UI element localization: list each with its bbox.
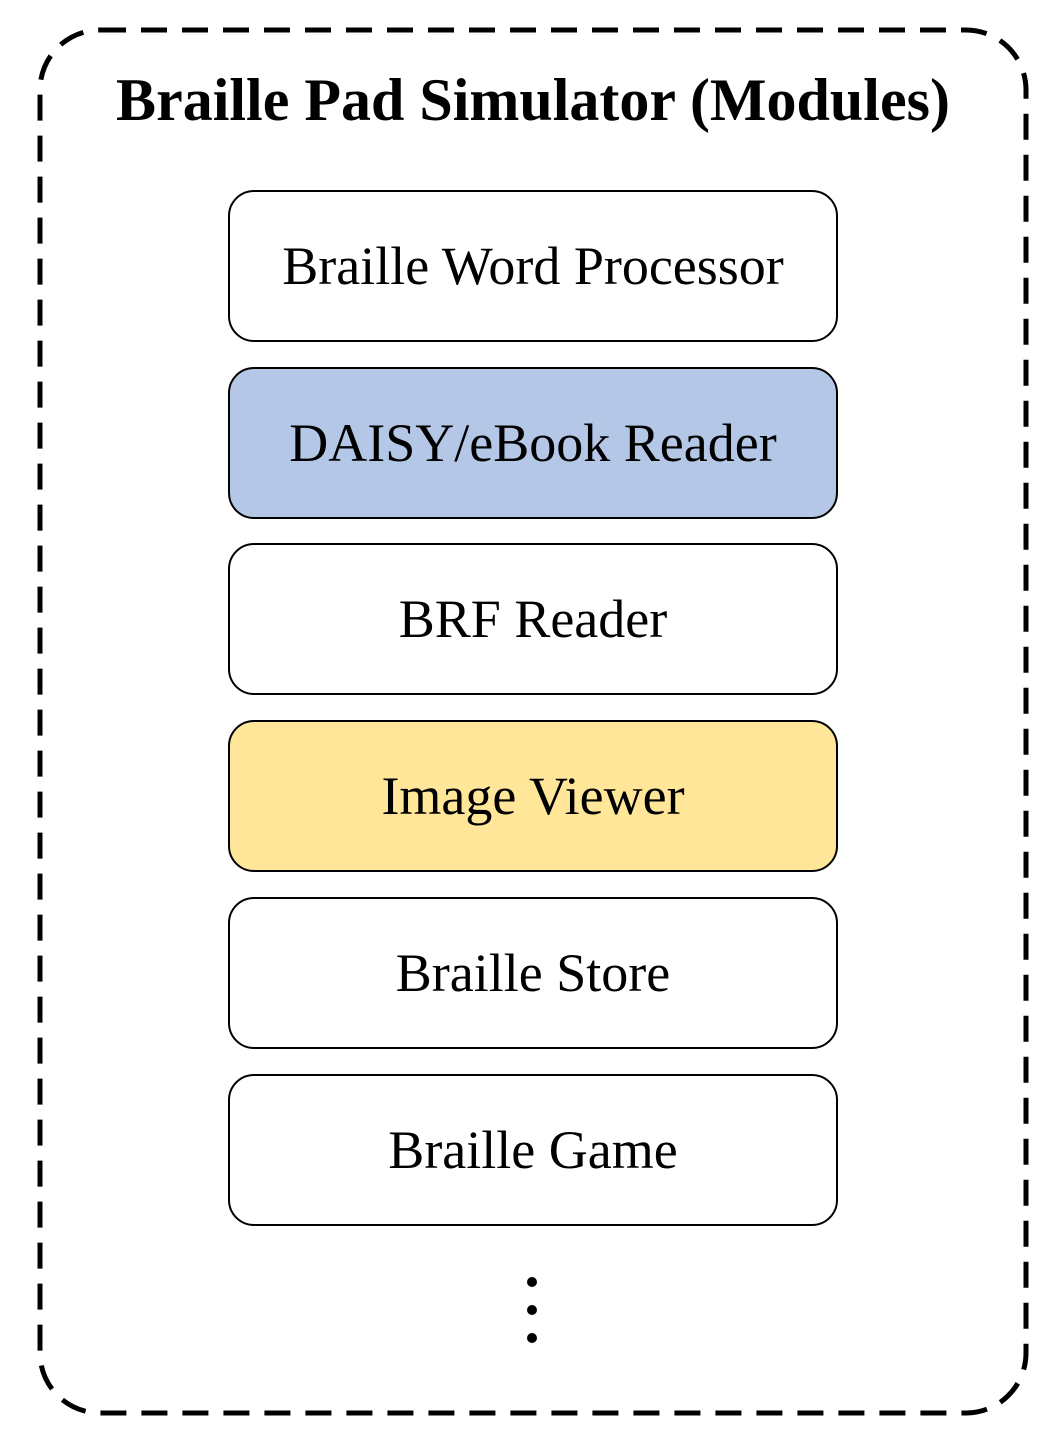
ellipsis-dot-3 — [527, 1333, 537, 1343]
module-label: Braille Store — [395, 943, 671, 1003]
module-braille-word-processor: Braille Word Processor — [228, 190, 838, 342]
module-label: Braille Word Processor — [282, 236, 784, 296]
diagram-title: Braille Pad Simulator (Modules) — [116, 67, 950, 133]
module-daisy-ebook-reader: DAISY/eBook Reader — [228, 367, 838, 519]
module-label: Image Viewer — [381, 766, 685, 826]
module-label: DAISY/eBook Reader — [289, 413, 777, 473]
container-border — [37, 27, 1029, 1416]
module-brf-reader: BRF Reader — [228, 543, 838, 695]
module-braille-game: Braille Game — [228, 1074, 838, 1226]
ellipsis-dot-2 — [527, 1305, 537, 1315]
module-image-viewer: Image Viewer — [228, 720, 838, 872]
ellipsis-dot-1 — [527, 1277, 537, 1287]
module-label: BRF Reader — [398, 589, 668, 649]
module-label: Braille Game — [388, 1120, 678, 1180]
module-braille-store: Braille Store — [228, 897, 838, 1049]
